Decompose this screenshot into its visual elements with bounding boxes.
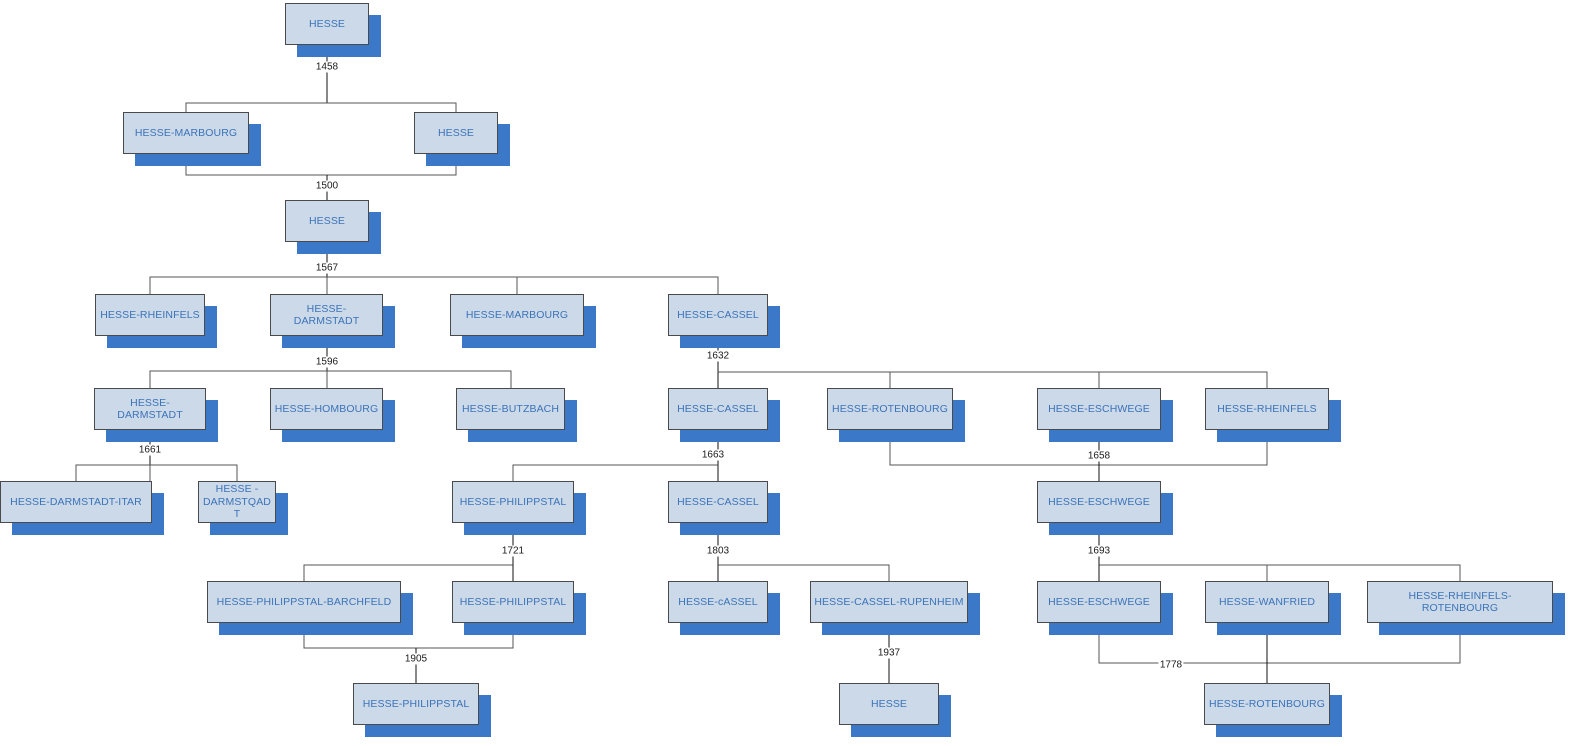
- edge-year-label: 1778: [1158, 659, 1184, 671]
- edge-year-label: 1803: [705, 545, 731, 557]
- edge-year-label: 1658: [1086, 450, 1112, 462]
- tree-node[interactable]: HESSE-PHILIPPSTAL: [452, 581, 574, 623]
- edge-year-label: 1663: [700, 449, 726, 461]
- tree-node[interactable]: HESSE-PHILIPPSTAL: [353, 683, 479, 725]
- tree-node[interactable]: HESSE: [285, 200, 369, 242]
- edge-year-label: 1693: [1086, 545, 1112, 557]
- edge-year-label: 1596: [314, 356, 340, 368]
- tree-node[interactable]: HESSE-DARMSTADT: [94, 388, 206, 430]
- edge-year-label: 1458: [314, 61, 340, 73]
- tree-node[interactable]: HESSE-CASSEL-RUPENHEIM: [810, 581, 968, 623]
- tree-node[interactable]: HESSE-cASSEL: [668, 581, 768, 623]
- tree-node[interactable]: HESSE-RHEINFELS: [1205, 388, 1329, 430]
- tree-node[interactable]: HESSE-ROTENBOURG: [1204, 683, 1330, 725]
- edge-year-label: 1567: [314, 262, 340, 274]
- tree-node[interactable]: HESSE - DARMSTQAD T: [198, 481, 276, 523]
- edge-year-label: 1500: [314, 180, 340, 192]
- tree-node[interactable]: HESSE-MARBOURG: [123, 112, 249, 154]
- edge-year-label: 1721: [500, 545, 526, 557]
- edge-year-label: 1632: [705, 350, 731, 362]
- tree-node[interactable]: HESSE-BUTZBACH: [456, 388, 565, 430]
- tree-node[interactable]: HESSE-CASSEL: [668, 481, 768, 523]
- tree-node[interactable]: HESSE-CASSEL: [668, 294, 768, 336]
- tree-node[interactable]: HESSE: [414, 112, 498, 154]
- tree-node[interactable]: HESSE-PHILIPPSTAL-BARCHFELD: [207, 581, 401, 623]
- edge-year-label: 1937: [876, 647, 902, 659]
- tree-node[interactable]: HESSE-WANFRIED: [1205, 581, 1329, 623]
- tree-node[interactable]: HESSE-ESCHWEGE: [1037, 581, 1161, 623]
- tree-node[interactable]: HESSE-MARBOURG: [450, 294, 584, 336]
- tree-node[interactable]: HESSE-RHEINFELS-ROTENBOURG: [1367, 581, 1553, 623]
- tree-node[interactable]: HESSE-ESCHWEGE: [1037, 481, 1161, 523]
- tree-node[interactable]: HESSE: [285, 3, 369, 45]
- tree-node[interactable]: HESSE-PHILIPPSTAL: [452, 481, 574, 523]
- tree-node[interactable]: HESSE-ESCHWEGE: [1037, 388, 1161, 430]
- tree-node[interactable]: HESSE-DARMSTADT-ITAR: [0, 481, 152, 523]
- tree-node[interactable]: HESSE-HOMBOURG: [270, 388, 383, 430]
- edge-year-label: 1661: [137, 444, 163, 456]
- edge-year-label: 1905: [403, 653, 429, 665]
- tree-node[interactable]: HESSE-RHEINFELS: [95, 294, 205, 336]
- tree-node[interactable]: HESSE-ROTENBOURG: [827, 388, 953, 430]
- tree-node[interactable]: HESSE-DARMSTADT: [270, 294, 383, 336]
- tree-node[interactable]: HESSE: [839, 683, 939, 725]
- tree-node[interactable]: HESSE-CASSEL: [668, 388, 768, 430]
